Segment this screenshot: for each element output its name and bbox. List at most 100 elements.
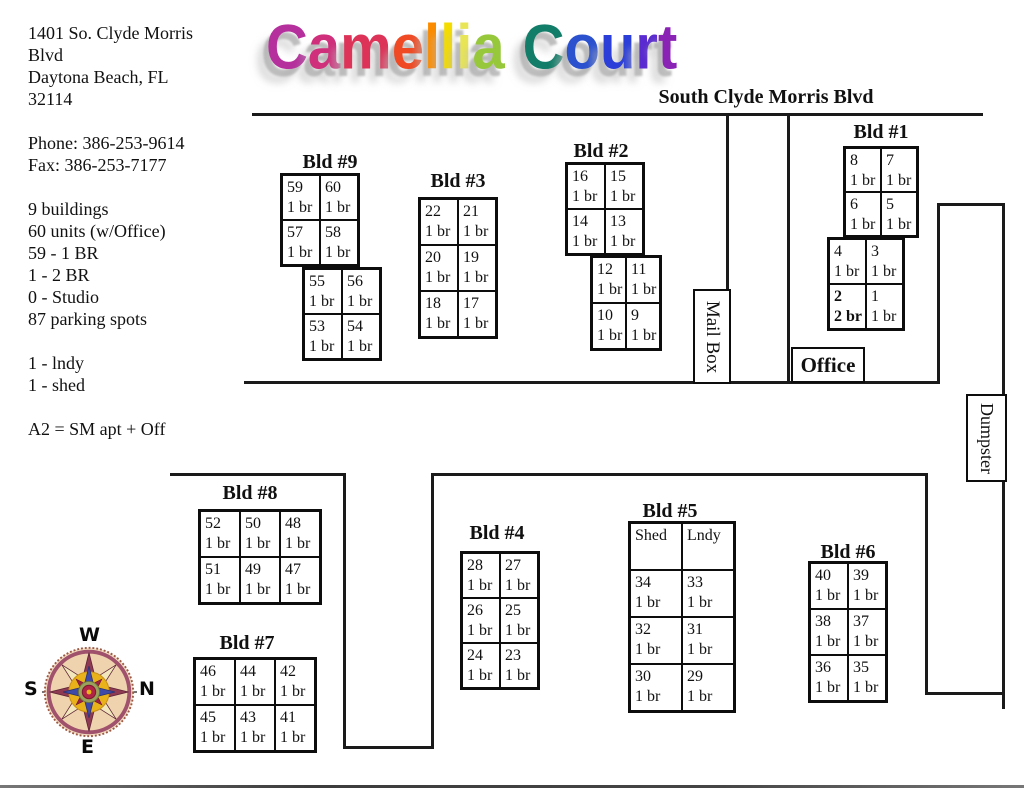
- unit-number: 8: [850, 152, 858, 169]
- building-9-title: Bld #9: [302, 151, 358, 173]
- unit-type: 1 br: [240, 729, 266, 746]
- unit-type: 1 br: [572, 188, 598, 205]
- road-line: [343, 746, 434, 749]
- unit-28: 28 1 br: [462, 553, 500, 598]
- unit-number: 26: [467, 602, 483, 619]
- unit-number: 23: [505, 647, 521, 664]
- info-line: 1 - 2 BR: [28, 265, 90, 285]
- unit-number: 1: [871, 288, 879, 305]
- unit-type: 1 br: [815, 633, 841, 650]
- unit-number: 24: [467, 647, 483, 664]
- road-line: [431, 473, 928, 476]
- unit-type: 1 br: [467, 577, 493, 594]
- road-line: [925, 692, 1005, 695]
- unit-number: 28: [467, 557, 483, 574]
- info-line: 32114: [28, 89, 73, 109]
- info-line: 87 parking spots: [28, 309, 147, 329]
- mail-box: Mail Box: [693, 289, 731, 384]
- unit-type: 1 br: [572, 233, 598, 250]
- unit-type: 1 br: [200, 729, 226, 746]
- unit-type: 1 br: [425, 269, 451, 286]
- unit-number: 22: [425, 203, 441, 220]
- info-line: 1 - shed: [28, 375, 85, 395]
- unit-type: 1 br: [635, 688, 661, 705]
- unit-number: 35: [853, 659, 869, 676]
- mail-box-label: Mail Box: [702, 300, 723, 373]
- unit-type: 1 br: [245, 535, 271, 552]
- unit-type: 1 br: [635, 641, 661, 658]
- unit-type: 1 br: [505, 667, 531, 684]
- unit-number: 17: [463, 295, 479, 312]
- building-8-title: Bld #8: [222, 482, 278, 504]
- info-line: [28, 330, 193, 352]
- title-letter: C: [522, 12, 565, 83]
- unit-type: 1 br: [347, 293, 373, 310]
- road-line: [726, 113, 729, 384]
- info-line: 0 - Studio: [28, 287, 100, 307]
- unit-number: 48: [285, 515, 301, 532]
- unit-type: 1 br: [505, 622, 531, 639]
- info-line-phone: Phone: 386-253-9614: [28, 133, 185, 153]
- road-line: [925, 473, 928, 695]
- title-letter: l: [440, 12, 457, 83]
- unit-type: 1 br: [850, 172, 876, 189]
- unit-number: 58: [325, 224, 341, 241]
- unit-number: 41: [280, 709, 296, 726]
- unit-number: 46: [200, 663, 216, 680]
- unit-number: 15: [610, 168, 626, 185]
- title-letter: i: [456, 12, 473, 83]
- title-letter: o: [564, 12, 600, 83]
- unit-type: 1 br: [200, 683, 226, 700]
- unit-type: 1 br: [853, 587, 879, 604]
- unit-number: 52: [205, 515, 221, 532]
- unit-type: 1 br: [687, 594, 713, 611]
- unit-number: 12: [597, 261, 613, 278]
- unit-number: 56: [347, 273, 363, 290]
- title-letter: r: [635, 12, 658, 83]
- unit-type: 1 br: [467, 667, 493, 684]
- unit-number: 20: [425, 249, 441, 266]
- info-line: 59 - 1 BR: [28, 243, 99, 263]
- info-line: 9 buildings: [28, 199, 109, 219]
- unit-type: 2 br: [834, 308, 862, 325]
- title-letter: C: [266, 12, 308, 83]
- street-label: South Clyde Morris Blvd: [658, 86, 874, 108]
- building-6-title: Bld #6: [820, 541, 876, 563]
- building-3-title: Bld #3: [430, 170, 486, 192]
- building-2-title: Bld #2: [573, 140, 629, 162]
- unit-number: 19: [463, 249, 479, 266]
- unit-number: 13: [610, 213, 626, 230]
- unit-number: 44: [240, 663, 256, 680]
- compass-label-south: S: [24, 678, 38, 700]
- title-letter: [505, 11, 523, 83]
- unit-number: 5: [886, 196, 894, 213]
- building-4-title: Bld #4: [469, 522, 525, 544]
- unit-type: 1 br: [280, 683, 306, 700]
- road-line: [787, 113, 790, 384]
